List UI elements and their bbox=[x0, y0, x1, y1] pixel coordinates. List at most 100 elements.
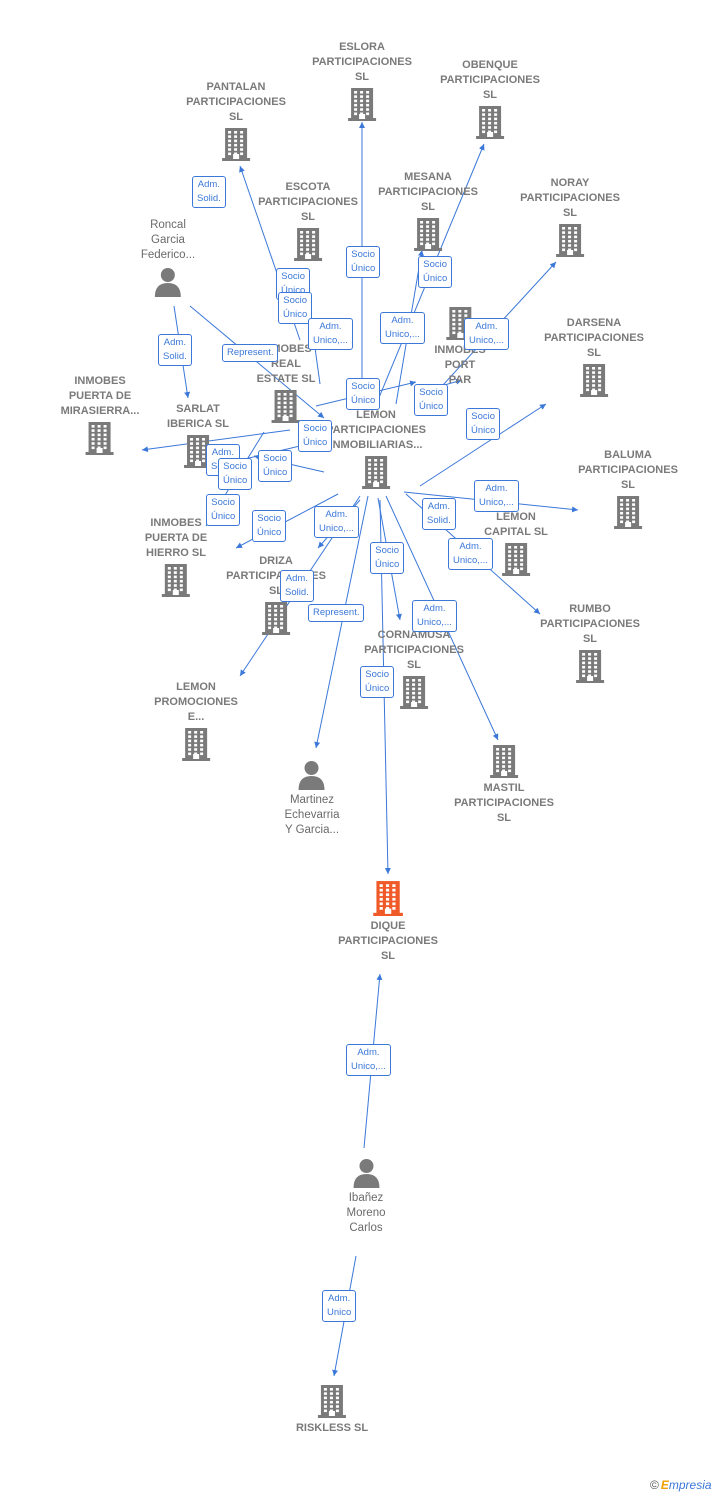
badge-label-line: Adm. bbox=[357, 1047, 380, 1058]
badge-label-line: Socio bbox=[423, 259, 448, 270]
building-icon bbox=[413, 218, 442, 251]
building-icon bbox=[86, 422, 114, 455]
node-label-line: MIRASIERRA... bbox=[60, 405, 140, 417]
node-label-line: Martinez bbox=[289, 794, 335, 806]
node-label-line: MASTIL bbox=[483, 782, 525, 794]
badge-label-line: Represent. bbox=[313, 607, 360, 618]
brand-name: mpresia bbox=[668, 1478, 712, 1492]
relationship-badge[interactable]: Adm. Unico,... bbox=[314, 506, 359, 538]
badge-label-line: Socio bbox=[365, 669, 390, 680]
node-label-line: REAL bbox=[271, 358, 301, 370]
node-label-line: Federico... bbox=[140, 249, 196, 261]
node-label-line: SL bbox=[228, 111, 244, 123]
badge-label-line: Unico bbox=[327, 1307, 352, 1318]
badge-label-line: Socio bbox=[303, 423, 328, 434]
relationship-badge[interactable]: Adm.Solid. bbox=[280, 570, 314, 602]
badge-label-line: Único bbox=[365, 683, 390, 694]
badge-label-line: Adm. bbox=[427, 501, 450, 512]
relationship-badge[interactable]: Adm.Solid. bbox=[192, 176, 226, 208]
node-label-line: CAPITAL SL bbox=[484, 526, 548, 538]
building-icon bbox=[184, 435, 212, 468]
relationship-badge[interactable]: Adm.Unico,... bbox=[308, 318, 353, 350]
badge-label-line: Adm. bbox=[423, 603, 446, 614]
node-label-line: SL bbox=[582, 633, 598, 645]
relationship-badge[interactable]: Adm.Solid. bbox=[158, 334, 192, 366]
relationship-badge[interactable]: Adm.Unico,... bbox=[448, 538, 493, 570]
node-lemon-capital[interactable]: LEMON CAPITAL SL bbox=[484, 510, 548, 576]
relationship-badge[interactable]: Adm.Unico,... bbox=[380, 312, 425, 344]
relationship-badge[interactable]: Adm.Unico,... bbox=[346, 1044, 391, 1076]
node-label-line: Roncal bbox=[150, 219, 186, 231]
node-label-line: PARTICIPACIONES bbox=[364, 644, 464, 656]
badge-label-line: Unico,... bbox=[479, 497, 514, 508]
relationship-badge[interactable]: Represent. bbox=[308, 604, 365, 622]
node-label-line: BALUMA bbox=[604, 449, 652, 461]
relationship-badge[interactable]: Adm.Solid. bbox=[422, 498, 456, 530]
building-icon bbox=[261, 602, 290, 635]
badge-label-line: Adm. bbox=[163, 337, 186, 348]
relationship-badge[interactable]: Adm. Unico,... bbox=[474, 480, 519, 512]
brand-initial: E bbox=[660, 1478, 669, 1492]
badge-label-line: Unico,... bbox=[319, 523, 354, 534]
badge-label-line: Unico,... bbox=[417, 617, 452, 628]
building-icon bbox=[272, 390, 300, 423]
node-label-line: PANTALAN bbox=[206, 81, 266, 93]
badge-label-line: Unico,... bbox=[453, 555, 488, 566]
building-icon bbox=[221, 128, 250, 161]
relationship-badge[interactable]: Adm. Unico,... bbox=[412, 600, 457, 632]
building-icon bbox=[399, 676, 428, 709]
badge-label-line: Adm. bbox=[485, 483, 508, 494]
badge-label-line: Adm. bbox=[325, 509, 348, 520]
relationship-badge[interactable]: Represent. bbox=[222, 344, 279, 362]
node-label-line: CORNAMUSA bbox=[377, 629, 451, 641]
badge-label-line: Adm. bbox=[319, 321, 342, 332]
node-label-line: DARSENA bbox=[566, 317, 622, 329]
node-riskless[interactable]: RISKLESS SL bbox=[296, 1384, 368, 1436]
node-label-line: LEMON bbox=[356, 409, 396, 421]
node-label-line: LEMON bbox=[496, 511, 536, 523]
badge-label-line: Socio bbox=[211, 497, 236, 508]
building-icon bbox=[181, 728, 210, 761]
edge-arrow bbox=[189, 305, 325, 419]
relationship-badge[interactable]: Adm.Unico bbox=[322, 1290, 357, 1322]
badge-label-line: Represent. bbox=[227, 347, 274, 358]
relationship-badge[interactable]: Adm.Unico,... bbox=[464, 318, 509, 350]
